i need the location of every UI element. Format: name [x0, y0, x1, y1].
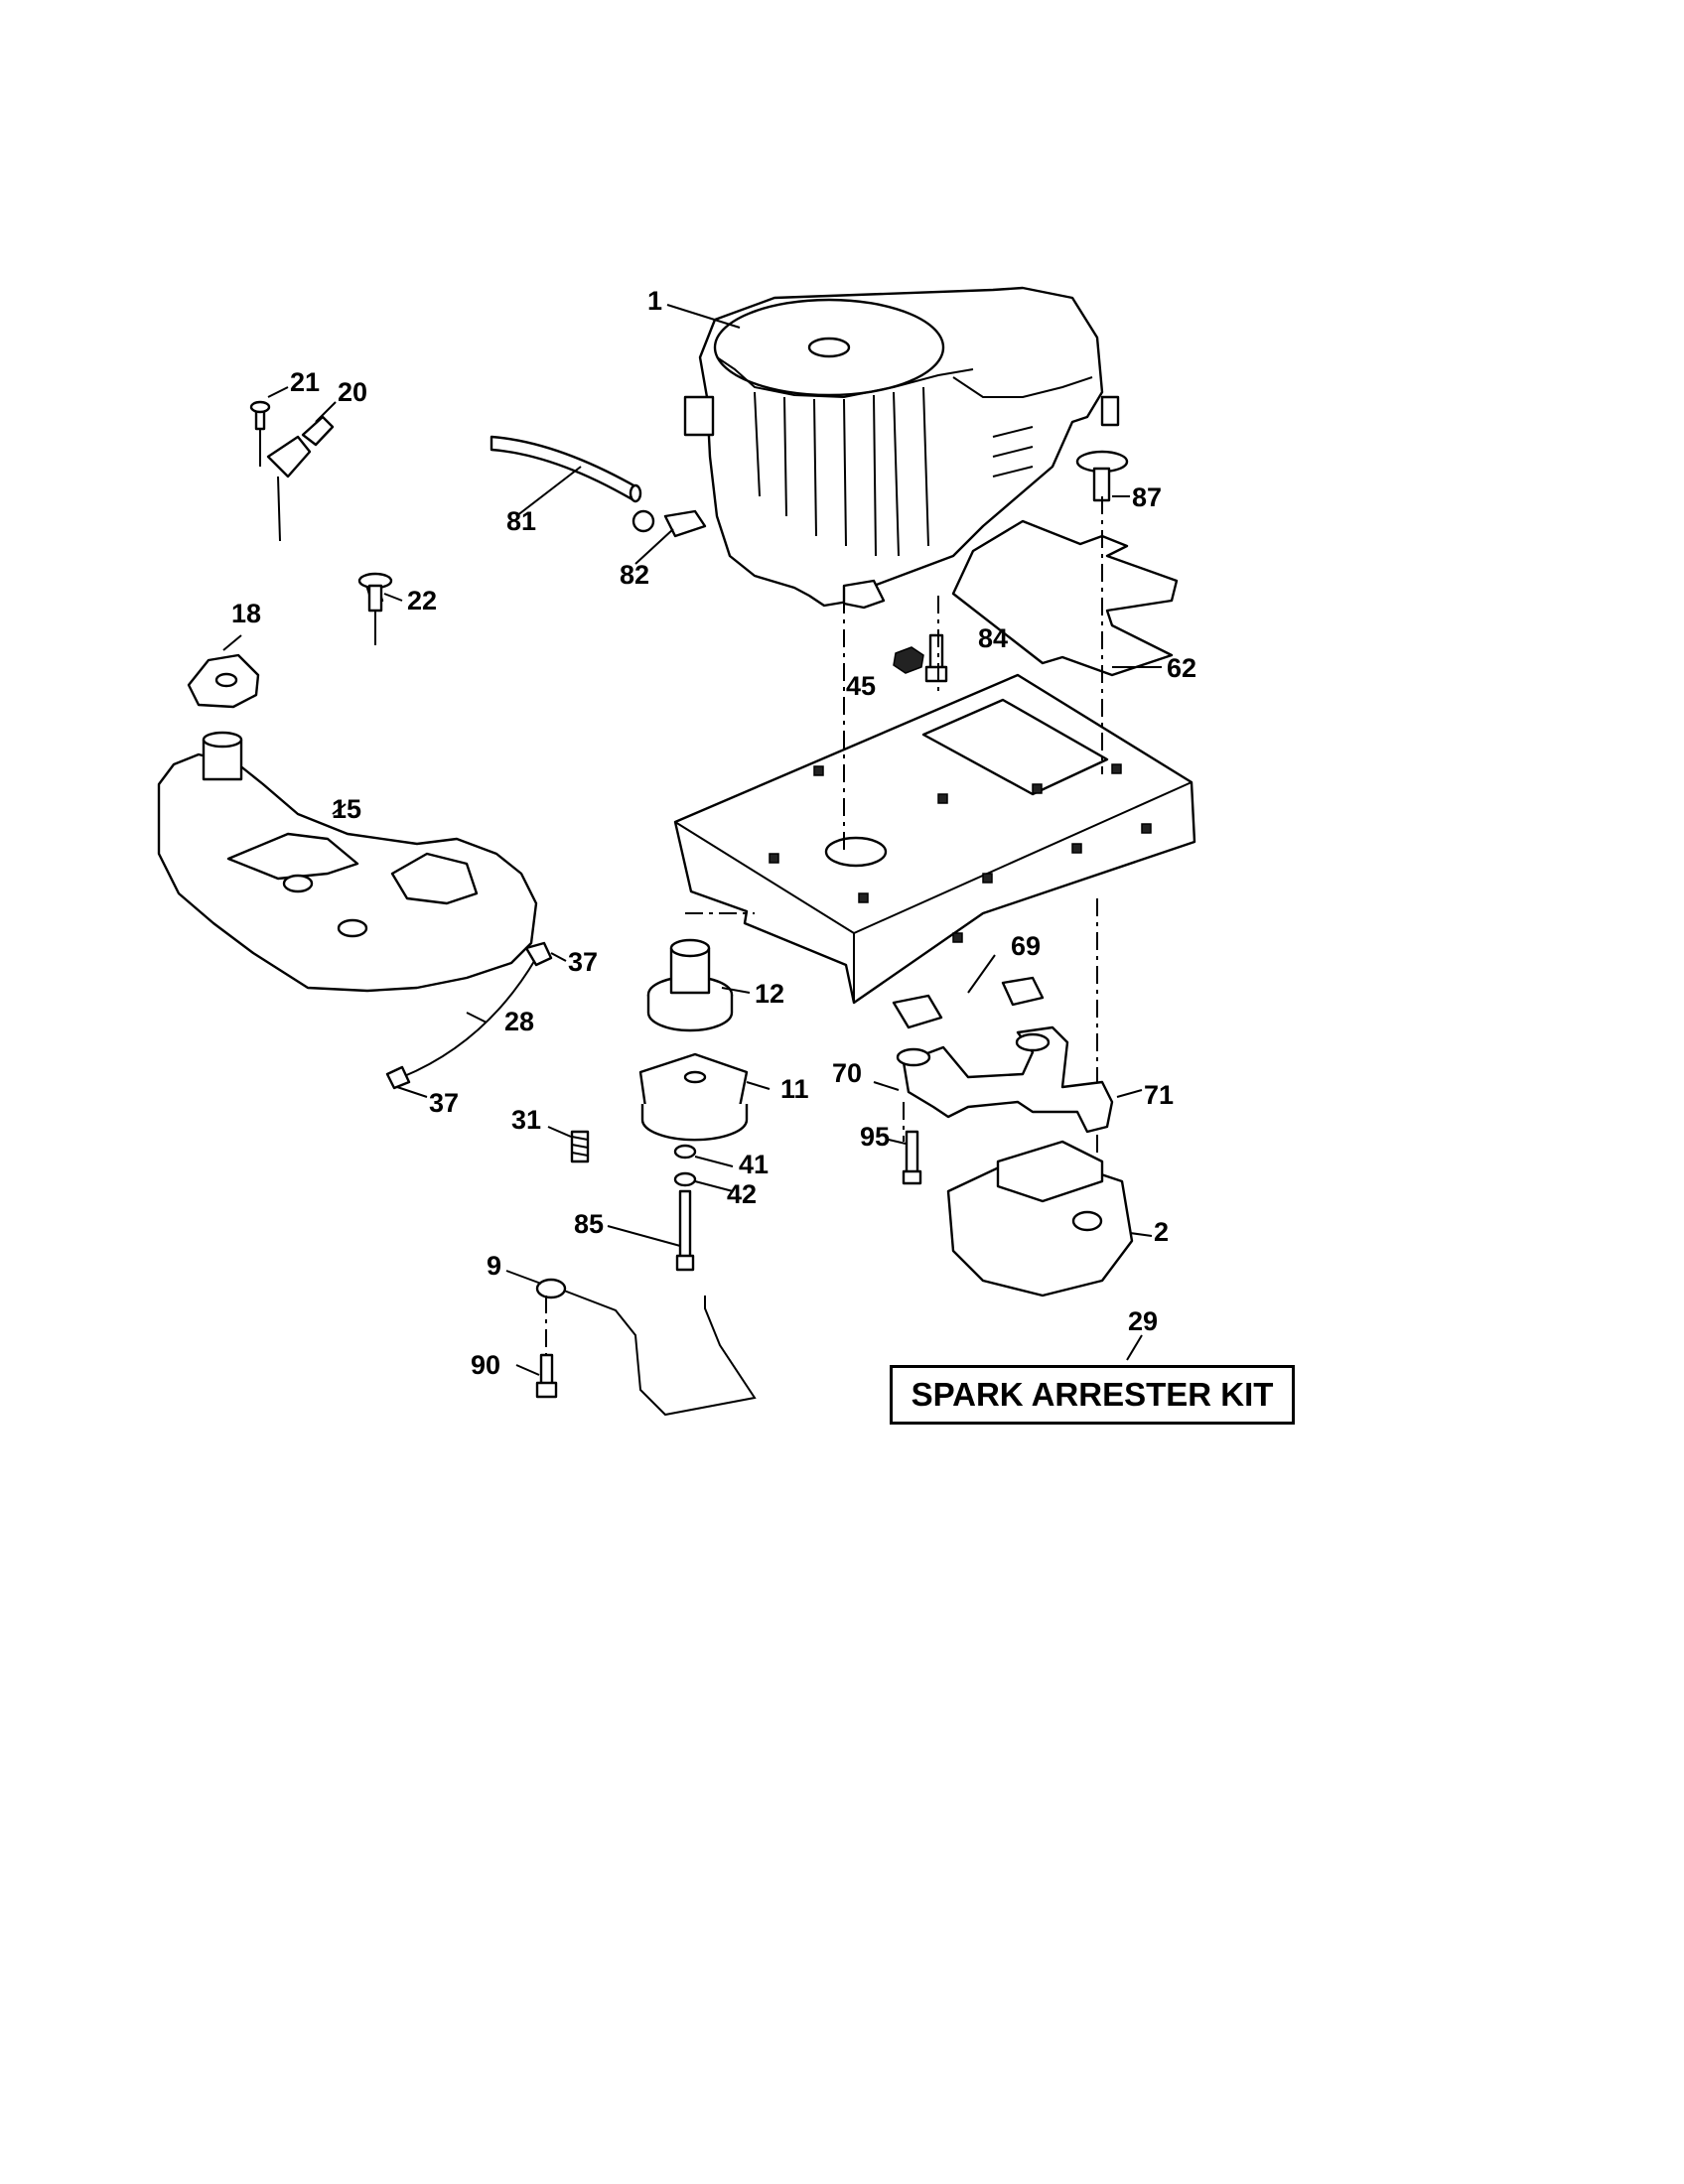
spark-arrester-kit-label: SPARK ARRESTER KIT: [890, 1365, 1295, 1425]
pulley-and-clutch: [638, 938, 771, 1142]
callout-95: 95: [860, 1122, 891, 1152]
callout-85: 85: [574, 1209, 605, 1239]
dipstick-assembly: [249, 386, 403, 645]
callout-12: 12: [755, 979, 785, 1009]
callout-31: 31: [511, 1105, 542, 1135]
callout-42: 42: [727, 1179, 758, 1209]
callout-87: 87: [1132, 482, 1163, 512]
callout-18: 18: [231, 599, 262, 628]
fuel-tank-assembly: [157, 634, 590, 1163]
callout-21: 21: [290, 367, 321, 397]
callout-69: 69: [1011, 931, 1042, 961]
callout-90: 90: [471, 1350, 501, 1380]
callout-84: 84: [978, 623, 1009, 653]
muffler: [946, 1140, 1153, 1361]
callout-82: 82: [620, 560, 650, 590]
shield-and-knob: [951, 450, 1179, 677]
callout-9: 9: [487, 1251, 502, 1281]
callout-22: 22: [407, 586, 438, 615]
callout-81: 81: [506, 506, 537, 536]
callout-45: 45: [846, 671, 877, 701]
callout-62: 62: [1167, 653, 1197, 683]
callout-37a: 37: [568, 947, 599, 977]
callout-70: 70: [832, 1058, 863, 1088]
callout-29: 29: [1128, 1306, 1159, 1336]
callout-71: 71: [1144, 1080, 1175, 1110]
callout-1: 1: [647, 286, 663, 316]
callout-2: 2: [1154, 1217, 1170, 1247]
fuel-line: [490, 435, 707, 565]
callout-37b: 37: [429, 1088, 460, 1118]
callout-41: 41: [739, 1150, 770, 1179]
callout-15: 15: [332, 794, 362, 824]
callout-28: 28: [504, 1007, 535, 1036]
rod-and-bolt: [505, 1270, 757, 1417]
callout-11: 11: [780, 1074, 809, 1104]
engine: [666, 286, 1120, 610]
washers-and-bolt: [607, 1144, 734, 1272]
fasteners-45-84: [893, 633, 948, 683]
callout-20: 20: [338, 377, 368, 407]
exhaust-assembly: [873, 954, 1143, 1185]
